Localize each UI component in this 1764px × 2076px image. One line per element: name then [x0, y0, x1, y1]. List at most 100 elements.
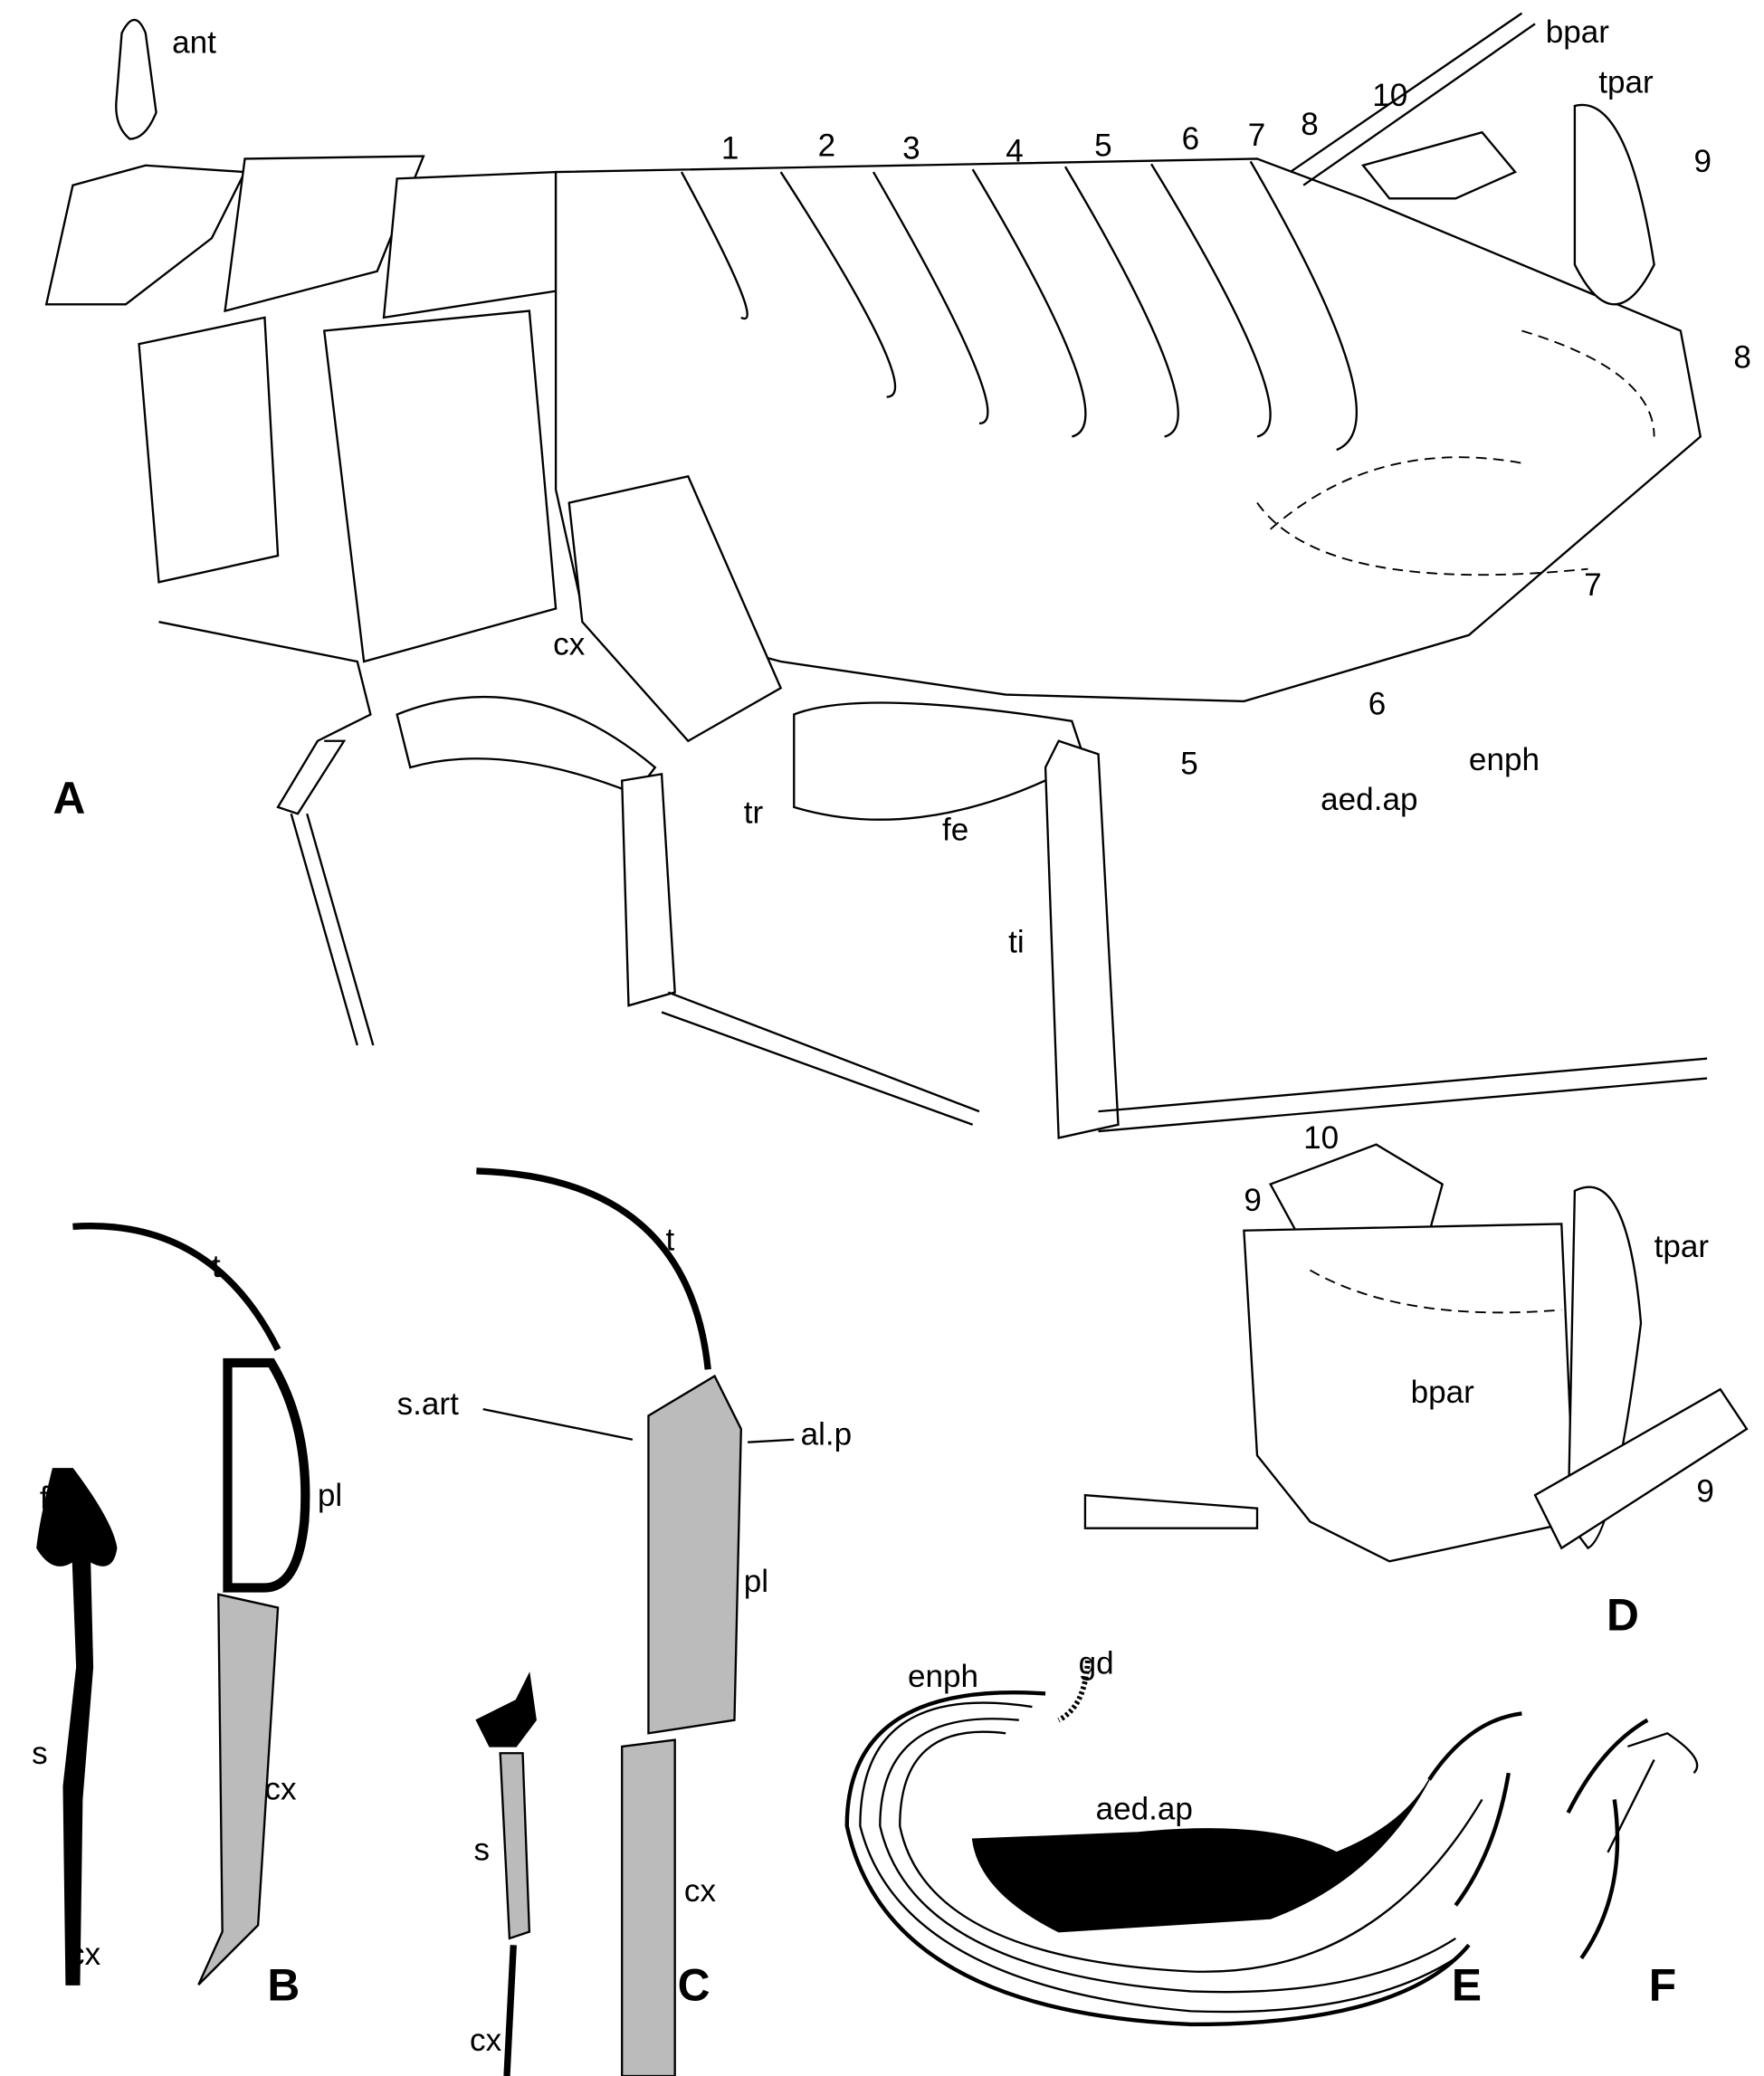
label-tpar: tpar	[1598, 64, 1654, 100]
tibia-2	[621, 772, 676, 1007]
label-segment-7: 7	[1248, 118, 1266, 153]
coxa-b	[197, 1593, 280, 1986]
label-segment-8: 8	[1301, 107, 1319, 142]
label-ti: ti	[1008, 925, 1025, 960]
label-ventral-8: 8	[1733, 339, 1751, 375]
leg-1	[158, 621, 372, 815]
label-gd: gd	[1079, 1646, 1114, 1681]
tarsus-1	[290, 813, 375, 1046]
telomere-d	[1567, 1186, 1643, 1550]
apex-f-inner	[1607, 1732, 1699, 1853]
label-segment-9: 9	[1693, 144, 1712, 179]
label-ventral-7: 7	[1584, 567, 1602, 603]
coxa-c	[621, 1738, 676, 2076]
label-segment-10: 10	[1303, 1120, 1339, 1156]
tarsus-2	[661, 991, 980, 1126]
label-segment-9a: 9	[1244, 1183, 1262, 1218]
endophallus-curve	[859, 1701, 1483, 2014]
apex-e	[1427, 1711, 1522, 1907]
label-bpar: bpar	[1411, 1375, 1475, 1410]
label-bpar: bpar	[1546, 14, 1610, 50]
paramere	[1573, 103, 1655, 306]
label-aed-ap: aed.ap	[1321, 782, 1417, 817]
label-segment-10: 10	[1372, 78, 1407, 113]
panel-a-drawing	[44, 12, 1708, 1139]
label-enph: enph	[1469, 742, 1540, 777]
label-f: f	[40, 1481, 49, 1516]
stalk-c	[499, 1752, 531, 1940]
label-f: f	[501, 1712, 510, 1747]
label-s: s	[32, 1736, 48, 1771]
panel-letter-c: C	[678, 1960, 710, 2011]
label-aed-ap: aed.ap	[1096, 1791, 1193, 1826]
coxa-1	[138, 316, 280, 584]
tergite-line-c	[476, 1167, 711, 1370]
label-pl: pl	[318, 1478, 342, 1513]
label-segment-5: 5	[1094, 129, 1112, 164]
panel-letter-d: D	[1607, 1589, 1639, 1640]
label-s-art: s.art	[397, 1386, 459, 1422]
label-pl: pl	[744, 1564, 768, 1599]
head	[44, 164, 247, 306]
panel-c-drawing	[475, 1167, 795, 2076]
segment-lines	[680, 160, 1359, 452]
gonoduct	[1057, 1660, 1091, 1723]
label-ventral-5: 5	[1180, 746, 1198, 781]
panel-letter-a: A	[53, 773, 86, 824]
label-cx-2: cx	[69, 1937, 101, 1972]
coxa-2	[322, 309, 558, 663]
arrow-s-art	[482, 1407, 634, 1441]
panel-letter-e: E	[1452, 1960, 1482, 2011]
enph-thick-line	[844, 1690, 1471, 2027]
tibia-3	[1044, 739, 1120, 1139]
tarsus-3	[1098, 1057, 1708, 1133]
label-segment-6: 6	[1182, 121, 1200, 157]
tergite-line-b	[72, 1223, 281, 1351]
label-t: t	[665, 1223, 674, 1258]
antenna	[115, 18, 157, 140]
label-fe: fe	[942, 812, 968, 847]
pleuron-b	[223, 1357, 310, 1593]
aedeagal-apodeme	[971, 1779, 1430, 1933]
thorax-plate-2	[382, 170, 558, 319]
panel-letter-b: B	[267, 1960, 300, 2011]
label-cx: cx	[553, 627, 586, 662]
coxa-stalk-c	[503, 1945, 517, 2076]
label-segment-1: 1	[721, 130, 739, 166]
basal-paramere-d	[1243, 1223, 1577, 1563]
label-segment-3: 3	[902, 130, 920, 166]
proctiger-10	[1360, 130, 1517, 200]
pleuron-c	[647, 1374, 742, 1735]
label-al-p: al.p	[801, 1417, 853, 1452]
femur-2	[396, 695, 657, 795]
panel-b-labels: t pl f s cx cx B	[32, 1249, 342, 2011]
label-tr: tr	[744, 795, 764, 830]
label-cx-1: cx	[684, 1873, 717, 1909]
label-cx-2: cx	[470, 2023, 502, 2058]
furca-c	[475, 1671, 537, 1747]
label-ventral-6: 6	[1368, 687, 1387, 722]
apex-f	[1566, 1718, 1649, 1960]
arrow-al-p	[748, 1438, 795, 1443]
thorax-plate-1	[224, 155, 425, 313]
label-t: t	[212, 1249, 221, 1284]
panel-letter-f: F	[1649, 1960, 1676, 2011]
label-tpar: tpar	[1654, 1229, 1710, 1264]
label-cx-1: cx	[264, 1771, 297, 1806]
panel-e-labels: enph gd aed.ap E F	[908, 1646, 1676, 2011]
label-enph: enph	[908, 1659, 978, 1694]
panel-c-labels: t s.art al.p pl f s cx cx C	[397, 1223, 852, 2059]
panel-e-drawing	[844, 1660, 1522, 2027]
panel-b-drawing	[36, 1223, 310, 1986]
panel-f-drawing	[1566, 1718, 1699, 1960]
femur-3	[793, 701, 1087, 821]
setae	[1289, 12, 1536, 186]
label-ant: ant	[172, 24, 216, 60]
panel-d-drawing	[1083, 1143, 1749, 1563]
furca-b	[36, 1468, 118, 1986]
panel-a-labels: ant 1 2 3 4 5 6 7 8 10 bpar tpar 9 8 7 6…	[53, 14, 1751, 960]
label-segment-4: 4	[1006, 133, 1024, 168]
internal-dashed-lines	[1256, 329, 1655, 576]
label-s: s	[473, 1833, 490, 1868]
